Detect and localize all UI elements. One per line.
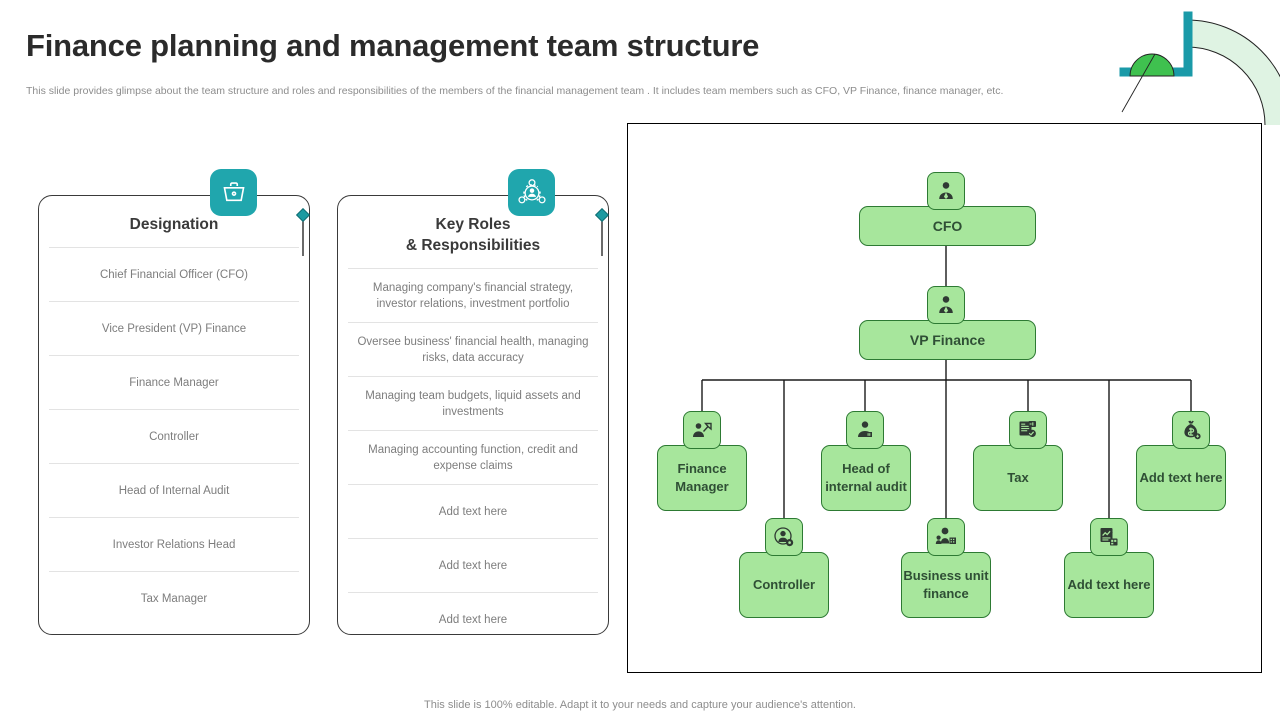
briefcase-icon xyxy=(210,169,257,216)
list-item[interactable]: Oversee business' financial health, mana… xyxy=(348,322,598,376)
list-item[interactable]: Controller xyxy=(49,409,299,463)
designation-card: Designation Chief Financial Officer (CFO… xyxy=(38,195,310,635)
list-item[interactable]: Investor Relations Head xyxy=(49,517,299,571)
list-item[interactable]: Managing company's financial strategy, i… xyxy=(348,268,598,322)
org-node-head-internal-audit[interactable]: Head of internal audit xyxy=(821,445,911,511)
list-item[interactable]: Managing team budgets, liquid assets and… xyxy=(348,376,598,430)
org-node-vp-finance[interactable]: VP Finance xyxy=(859,320,1036,360)
list-item[interactable]: Vice President (VP) Finance xyxy=(49,301,299,355)
finance-person-icon xyxy=(508,169,555,216)
designation-row-list: Chief Financial Officer (CFO) Vice Presi… xyxy=(39,247,309,625)
card-title-roles-line1: Key Roles xyxy=(435,216,511,233)
page-subtitle: This slide provides glimpse about the te… xyxy=(26,85,1004,97)
org-chart-panel: CFO VP Finance Finance Manager Head of i… xyxy=(627,123,1262,673)
org-node-add-text-1[interactable]: Add text here xyxy=(1136,445,1226,511)
org-node-business-unit-finance[interactable]: Business unit finance xyxy=(901,552,991,618)
list-item[interactable]: Head of Internal Audit xyxy=(49,463,299,517)
executive-icon xyxy=(927,286,965,324)
document-chart-icon xyxy=(1090,518,1128,556)
list-item[interactable]: Managing accounting function, credit and… xyxy=(348,430,598,484)
key-roles-card: Key Roles & Responsibilities Managing co… xyxy=(337,195,609,635)
org-node-controller[interactable]: Controller xyxy=(739,552,829,618)
executive-icon xyxy=(927,172,965,210)
org-node-cfo[interactable]: CFO xyxy=(859,206,1036,246)
analyst-growth-icon xyxy=(683,411,721,449)
org-node-finance-manager[interactable]: Finance Manager xyxy=(657,445,747,511)
footer-note: This slide is 100% editable. Adapt it to… xyxy=(424,699,856,711)
card-title-roles: Key Roles & Responsibilities xyxy=(338,196,608,268)
person-gear-icon xyxy=(765,518,803,556)
report-icon xyxy=(1009,411,1047,449)
team-icon xyxy=(927,518,965,556)
card-marker-diamond xyxy=(296,208,310,256)
list-item[interactable]: Chief Financial Officer (CFO) xyxy=(49,247,299,301)
list-item[interactable]: Add text here xyxy=(348,484,598,538)
org-node-tax[interactable]: Tax xyxy=(973,445,1063,511)
card-title-roles-line2: & Responsibilities xyxy=(405,237,541,254)
money-bag-icon xyxy=(1172,411,1210,449)
page-title: Finance planning and management team str… xyxy=(26,28,760,63)
decorative-protractor-graphic xyxy=(1119,11,1280,125)
auditor-icon xyxy=(846,411,884,449)
list-item[interactable]: Add text here xyxy=(348,538,598,592)
list-item[interactable]: Finance Manager xyxy=(49,355,299,409)
roles-row-list: Managing company's financial strategy, i… xyxy=(338,268,608,646)
org-chart-connectors xyxy=(701,246,1192,519)
org-node-add-text-2[interactable]: Add text here xyxy=(1064,552,1154,618)
list-item[interactable]: Tax Manager xyxy=(49,571,299,625)
card-title-designation: Designation xyxy=(129,216,219,233)
list-item[interactable]: Add text here xyxy=(348,592,598,646)
card-marker-diamond xyxy=(595,208,609,256)
